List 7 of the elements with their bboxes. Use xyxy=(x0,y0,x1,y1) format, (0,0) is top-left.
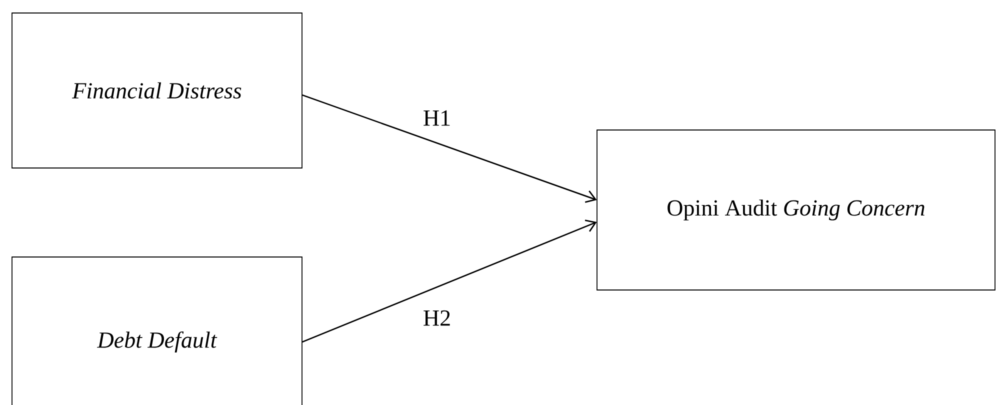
box: Financial Distress xyxy=(12,12,302,168)
arrow xyxy=(302,220,597,343)
arrow xyxy=(302,94,597,203)
box: Debt Default xyxy=(12,256,302,405)
edge-label: H2 xyxy=(422,309,452,327)
edge-label: H1 xyxy=(422,109,452,127)
box: Opini Audit Going Concern xyxy=(596,130,996,290)
